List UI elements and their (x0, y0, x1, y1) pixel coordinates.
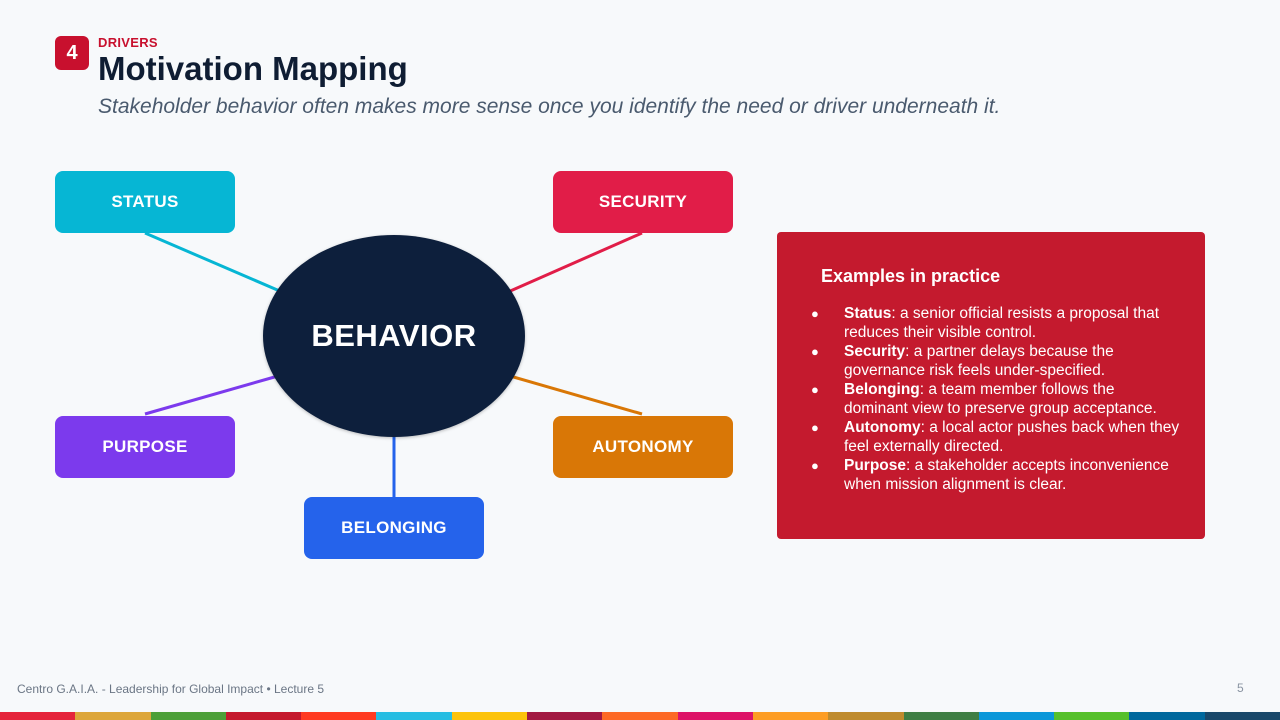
color-strip-segment (602, 712, 678, 720)
color-strip-segment (225, 712, 302, 720)
color-strip-segment (677, 712, 753, 720)
example-text: : a partner delays because the governanc… (844, 343, 1114, 379)
page-subtitle: Stakeholder behavior often makes more se… (98, 95, 1001, 118)
example-text: : a team member follows the dominant vie… (844, 381, 1157, 417)
bullet-icon: ● (811, 382, 819, 397)
example-text: : a stakeholder accepts inconvenience wh… (844, 457, 1169, 493)
section-number-badge: 4 (55, 36, 89, 70)
example-term: Belonging (844, 381, 920, 398)
connector-autonomy (509, 374, 643, 416)
color-strip-segment (1129, 712, 1205, 720)
color-strip-segment (1054, 712, 1130, 720)
examples-list: ● Status: a senior official resists a pro… (811, 304, 1181, 494)
driver-belonging: BELONGING (304, 497, 484, 559)
example-item: ● Autonomy: a local actor pushes back whe… (811, 418, 1181, 456)
example-item: ● Security: a partner delays because the … (811, 342, 1181, 380)
driver-purpose: PURPOSE (55, 416, 235, 478)
color-strip-segment (903, 712, 979, 720)
color-strip-segment (301, 712, 377, 720)
example-term: Security (844, 343, 906, 360)
examples-title: Examples in practice (821, 266, 1001, 286)
driver-status: STATUS (55, 171, 235, 233)
connector-security (507, 231, 643, 294)
color-strip-segment (978, 712, 1055, 720)
color-strip-segment (376, 712, 452, 720)
driver-security: SECURITY (553, 171, 733, 233)
footer-text: Centro G.A.I.A. - Leadership for Global … (17, 682, 325, 696)
bullet-icon: ● (811, 420, 819, 435)
color-strip-segment (451, 712, 528, 720)
color-strip-segment (752, 712, 829, 720)
bullet-icon: ● (811, 306, 819, 321)
color-strip-segment (0, 712, 76, 720)
page-title: Motivation Mapping (98, 50, 408, 87)
color-strip-segment (75, 712, 151, 720)
color-strip-segment (150, 712, 226, 720)
example-text: : a senior official resists a proposal t… (844, 305, 1160, 341)
connector-status (144, 231, 283, 294)
bullet-icon: ● (811, 458, 819, 473)
page-number: 5 (1237, 681, 1244, 695)
bullet-icon: ● (811, 344, 819, 359)
color-strip-segment (527, 712, 603, 720)
color-strip (0, 712, 1280, 720)
example-item: ● Belonging: a team member follows the do… (811, 380, 1181, 418)
example-item: ● Status: a senior official resists a pro… (811, 304, 1181, 342)
example-term: Purpose (844, 457, 907, 474)
driver-autonomy: AUTONOMY (553, 416, 733, 478)
section-label: DRIVERS (98, 35, 158, 50)
connector-purpose (144, 374, 279, 416)
example-item: ● Purpose: a stakeholder accepts inconven… (811, 456, 1181, 494)
example-text: : a local actor pushes back when they fe… (844, 419, 1180, 455)
example-term: Autonomy (844, 419, 921, 436)
color-strip-segment (828, 712, 904, 720)
example-term: Status (844, 305, 892, 322)
color-strip-segment (1204, 712, 1280, 720)
examples-panel: Examples in practice ● Status: a senior o… (777, 232, 1205, 539)
center-behavior-node: BEHAVIOR (263, 235, 525, 437)
